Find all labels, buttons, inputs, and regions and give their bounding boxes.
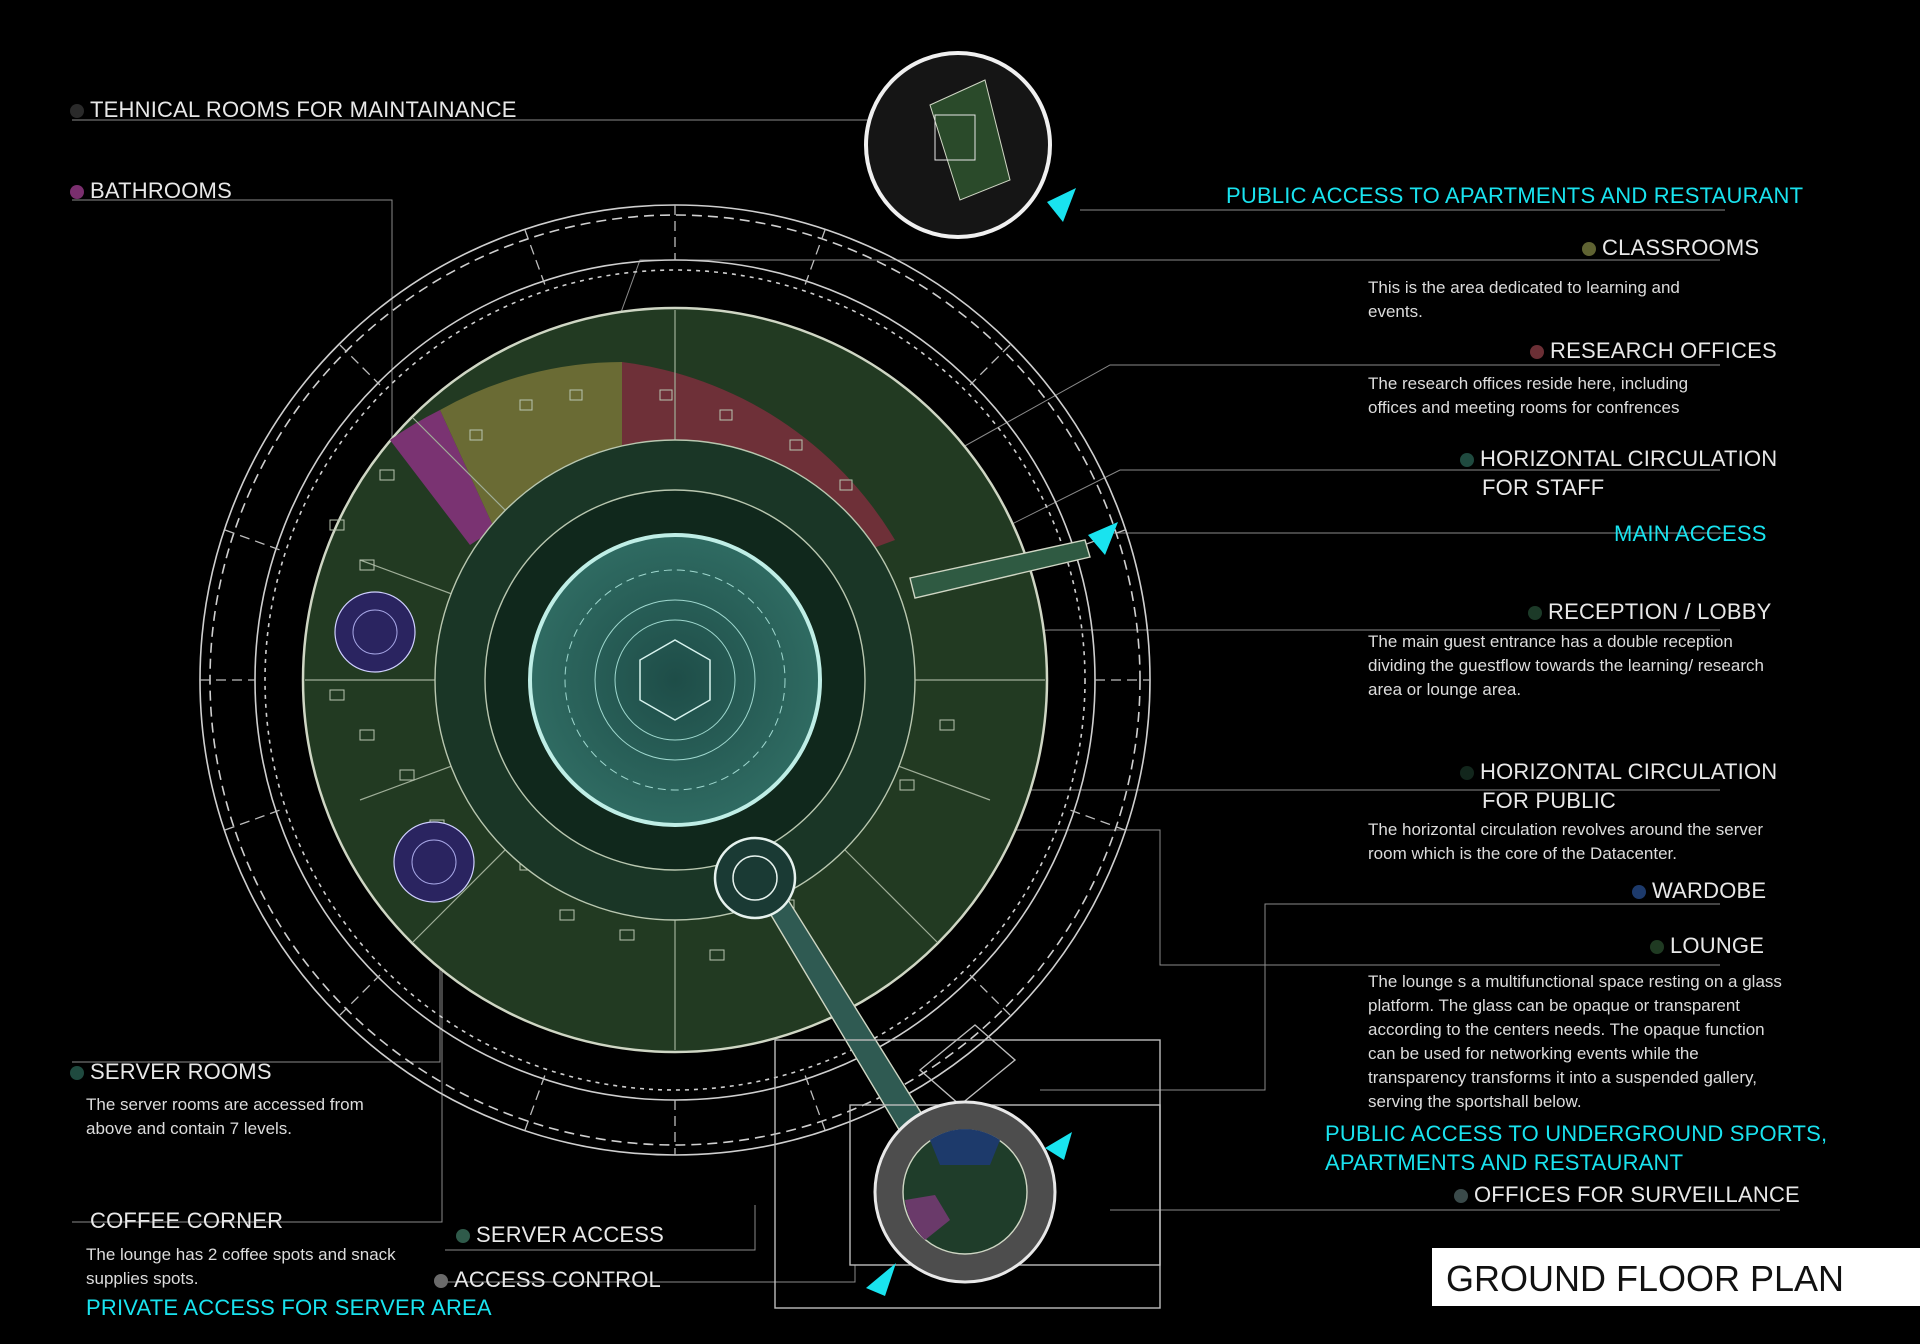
desc-classrooms: This is the area dedicated to learning a… xyxy=(1368,278,1680,321)
label-hcirc-public-2: FOR PUBLIC xyxy=(1482,788,1617,813)
label-hcirc-staff-2: FOR STAFF xyxy=(1482,475,1605,500)
label-public-access-underground: PUBLIC ACCESS TO UNDERGROUND SPORTS, xyxy=(1325,1121,1828,1146)
label-coffee: COFFEE CORNER xyxy=(90,1208,284,1233)
page-title: GROUND FLOOR PLAN xyxy=(1446,1258,1845,1299)
legend-dot-hcirc-staff xyxy=(1460,453,1474,467)
label-research: RESEARCH OFFICES xyxy=(1530,338,1777,364)
legend-dot-server-rooms xyxy=(70,1066,84,1080)
legend-dot-classrooms xyxy=(1582,242,1596,256)
legend-dot-bathrooms xyxy=(70,185,84,199)
label-hcirc-public: HORIZONTAL CIRCULATION xyxy=(1460,759,1777,785)
label-access-control: ACCESS CONTROL xyxy=(434,1267,661,1293)
legend-dot-wardobe xyxy=(1632,885,1646,899)
desc-coffee: The lounge has 2 coffee spots and snack … xyxy=(86,1245,396,1288)
desc-hcirc-public: The horizontal circulation revolves arou… xyxy=(1368,820,1763,863)
legend-dot-research xyxy=(1530,345,1544,359)
legend-dot-technical xyxy=(70,104,84,118)
desc-server-rooms: The server rooms are accessed from above… xyxy=(86,1095,364,1138)
legend-dot-access-control xyxy=(434,1274,448,1288)
label-technical: TEHNICAL ROOMS FOR MAINTAINANCE xyxy=(70,97,517,123)
label-public-access-apartments: PUBLIC ACCESS TO APARTMENTS AND RESTAURA… xyxy=(1226,183,1804,208)
label-private-access: PRIVATE ACCESS FOR SERVER AREA xyxy=(86,1295,492,1320)
desc-reception: The main guest entrance has a double rec… xyxy=(1368,632,1764,699)
desc-lounge: The lounge s a multifunctional space res… xyxy=(1368,972,1782,1111)
label-lounge: LOUNGE xyxy=(1650,933,1764,959)
label-main-access: MAIN ACCESS xyxy=(1614,521,1767,546)
legend-dot-reception xyxy=(1528,606,1542,620)
legend-dot-lounge xyxy=(1650,940,1664,954)
label-public-access-underground-2: APARTMENTS AND RESTAURANT xyxy=(1325,1150,1684,1175)
legend-dot-server-access xyxy=(456,1229,470,1243)
legend-dot-surveillance xyxy=(1454,1189,1468,1203)
desc-research: The research offices reside here, includ… xyxy=(1368,374,1689,417)
title-box: GROUND FLOOR PLAN xyxy=(1432,1248,1920,1306)
legend-dot-hcirc-public xyxy=(1460,766,1474,780)
label-hcirc-staff: HORIZONTAL CIRCULATION xyxy=(1460,446,1777,472)
label-reception: RECEPTION / LOBBY xyxy=(1528,599,1771,625)
label-server-rooms: SERVER ROOMS xyxy=(70,1059,272,1085)
label-classrooms: CLASSROOMS xyxy=(1582,235,1759,261)
label-surveillance: OFFICES FOR SURVEILLANCE xyxy=(1454,1182,1800,1208)
label-bathrooms: BATHROOMS xyxy=(70,178,232,204)
label-wardobe: WARDOBE xyxy=(1632,878,1766,904)
label-server-access: SERVER ACCESS xyxy=(456,1222,664,1248)
